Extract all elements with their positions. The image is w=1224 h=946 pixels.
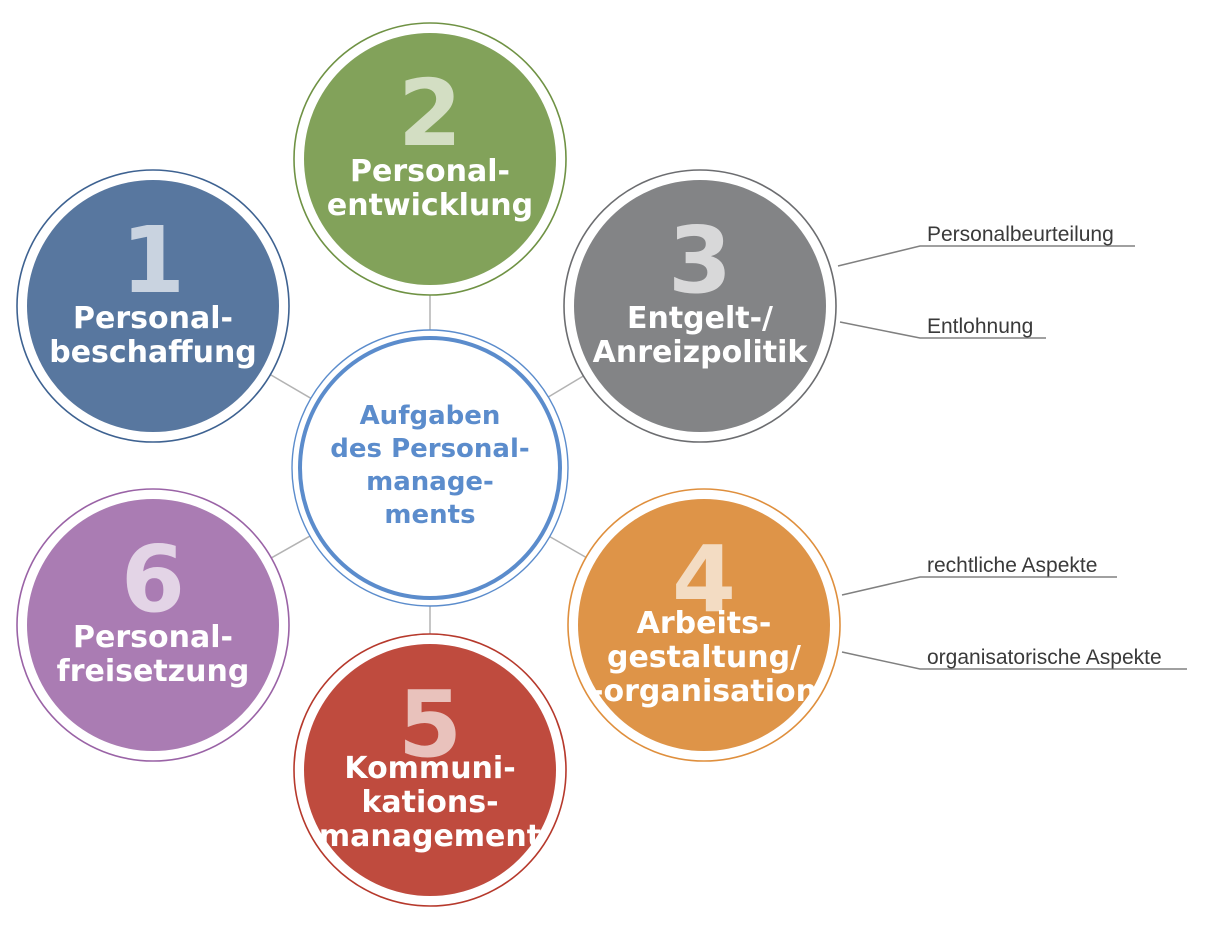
task-label-line: management (319, 819, 541, 854)
side-note-leader (839, 321, 1046, 339)
side-note-label: Entlohnung (927, 315, 1033, 338)
task-label-line: -organisation (591, 674, 817, 709)
circle-fill (578, 499, 830, 751)
connector-6 (270, 535, 311, 559)
connector-lines (270, 295, 587, 634)
task-label-line: entwicklung (327, 188, 533, 223)
task-label-line: beschaffung (49, 335, 257, 370)
connector-1 (270, 374, 312, 399)
task-number: 3 (668, 207, 732, 314)
task-label-line: Personal- (73, 301, 233, 336)
side-note-3-1: Personalbeurteilung (837, 223, 1135, 267)
center-label-line: ments (384, 500, 475, 530)
task-label-line: Arbeits- (637, 606, 772, 641)
task-label-line: Kommuni- (344, 751, 515, 786)
center-label-line: des Personal- (330, 434, 529, 464)
task-number: 5 (398, 671, 462, 778)
task-label-line: Anreizpolitik (593, 335, 809, 370)
task-label-line: freisetzung (57, 654, 250, 689)
side-note-leader (841, 576, 1117, 596)
circle-fill (304, 644, 556, 896)
task-label-line: Entgelt-/ (627, 301, 773, 336)
side-note-leader (841, 651, 1187, 670)
task-number: 4 (672, 526, 736, 633)
task-circles: 1Personal-beschaffung2Personal-entwicklu… (16, 22, 841, 907)
center-label-line: manage- (366, 467, 494, 497)
task-label-line: Personal- (350, 154, 510, 189)
circle-fill (27, 499, 279, 751)
task-label-line: kations- (361, 785, 498, 820)
center-label-line: Aufgaben (360, 401, 501, 431)
task-number: 6 (121, 526, 185, 633)
connector-3 (547, 375, 584, 398)
circle-fill (574, 180, 826, 432)
circle-fill (304, 33, 556, 285)
side-note-label: Personalbeurteilung (927, 223, 1114, 246)
circle-fill (27, 180, 279, 432)
side-note-4-1: rechtliche Aspekte (841, 554, 1117, 596)
task-number: 1 (121, 207, 185, 314)
task-label-line: gestaltung/ (607, 640, 801, 675)
side-note-leader (837, 245, 1135, 267)
task-label-line: Personal- (73, 620, 233, 655)
center-inner-ring (298, 336, 562, 600)
task-number: 2 (398, 60, 462, 167)
connector-4 (549, 535, 587, 559)
side-note-3-2: Entlohnung (839, 315, 1046, 339)
side-note-4-2: organisatorische Aspekte (841, 646, 1187, 670)
side-note-label: organisatorische Aspekte (927, 646, 1162, 669)
side-note-label: rechtliche Aspekte (927, 554, 1097, 577)
